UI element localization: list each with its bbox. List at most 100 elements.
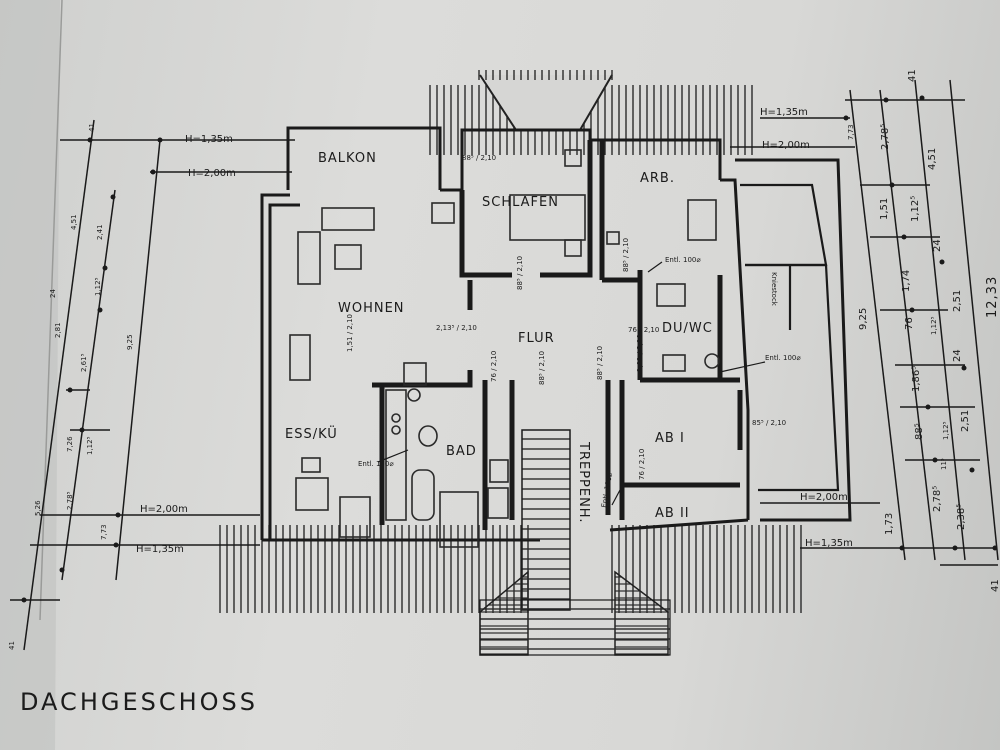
bad-toilet — [418, 425, 438, 447]
dim-left-10: 7,26 — [66, 436, 74, 452]
sofa — [321, 207, 375, 231]
stove-1 — [391, 413, 401, 423]
toilet — [704, 353, 720, 369]
dim-wohnen-window: 1,51 / 2,10 — [346, 314, 354, 352]
dim-right-5: 1,12⁵ — [910, 196, 921, 222]
dim-right-20: 1,73 — [884, 513, 895, 535]
dim-left-5: 9,25 — [126, 334, 134, 350]
dim-right-9: 76 — [904, 317, 915, 330]
chair-1 — [301, 457, 321, 473]
label-bad: BAD — [446, 444, 477, 459]
bad-basin — [489, 459, 509, 483]
outer-walls — [260, 126, 852, 542]
dim-left-7: 24 — [49, 289, 57, 298]
note-entl-1: Entl. 100⌀ — [665, 256, 701, 264]
dim-right-8: 2,51 — [952, 290, 963, 312]
page-edge — [39, 0, 63, 621]
dim-right-10: 1,12⁵ — [930, 316, 938, 335]
dim-left-13: 41 — [8, 641, 16, 650]
dim-right-17: 11⁵ — [940, 458, 948, 470]
label-arb: ARB. — [640, 171, 675, 186]
note-entl-4: Entl. 100⌀ — [600, 472, 614, 508]
dim-right-13: 24 — [952, 349, 963, 362]
washbasin — [662, 354, 686, 372]
attic-side — [740, 183, 840, 492]
sink-bowl — [407, 388, 421, 402]
dimension-dots-left — [21, 137, 163, 603]
stair-landing — [479, 599, 671, 656]
dim-right-18: 2,78⁵ — [932, 486, 943, 512]
dim-left-6: 2,81 — [54, 322, 62, 338]
label-kniestock: Kniestock — [770, 272, 778, 307]
label-flur: FLUR — [518, 331, 555, 346]
note-entl-2: Entl. 100⌀ — [765, 354, 801, 362]
dim-right-14: 88⁵ — [914, 423, 925, 440]
dim-flur-door-3: 88⁵ / 2,10 — [596, 346, 604, 380]
kitchen-counter — [385, 389, 407, 521]
bad-shower — [487, 487, 509, 519]
desk — [687, 199, 717, 241]
dining-table — [295, 477, 329, 511]
shower — [656, 283, 686, 307]
stove-2 — [391, 425, 401, 435]
dim-right-19: 2,38⁵ — [956, 504, 967, 530]
dim-right-15: 1,12⁵ — [942, 421, 950, 440]
dim-left-8: 1,12⁵ — [86, 436, 94, 455]
dim-left-11: 5,26 — [34, 500, 42, 516]
dim-right-22: 41 — [990, 579, 1000, 592]
label-balkon: BALKON — [318, 151, 377, 166]
dimension-dots-right — [843, 95, 998, 551]
page-title: DACHGESCHOSS — [20, 688, 259, 716]
height-left-bottom-135: H=1,35m — [136, 544, 184, 555]
sofa-side — [297, 231, 321, 285]
label-ab1: AB I — [655, 431, 685, 446]
dim-duwc-door: 76 / 2,10 — [628, 326, 659, 334]
height-right-bottom-135: H=1,35m — [805, 538, 853, 549]
label-du-wc: DU/WC — [662, 321, 713, 336]
dim-right-1: 7,73 — [847, 124, 855, 140]
dim-flur-door-2: 88⁵ / 2,10 — [538, 351, 546, 385]
label-wohnen: WOHNEN — [338, 301, 405, 316]
dim-right-12: 1,86⁵ — [911, 366, 922, 392]
dim-schlafen-window: 88⁵ / 2,10 — [462, 154, 496, 162]
dim-right-6: 24 — [932, 239, 943, 252]
sideboard — [339, 496, 371, 538]
interior-walls — [372, 140, 743, 530]
label-treppenhaus: TREPPENH. — [576, 441, 591, 523]
dim-right-16: 2,51 — [960, 410, 971, 432]
label-ess-kue: ESS/KÜ — [285, 425, 338, 442]
height-right-top-135: H=1,35m — [760, 107, 808, 118]
armchair — [431, 202, 455, 224]
page-fold — [0, 0, 60, 750]
dim-left-4: 2,61⁵ — [80, 353, 88, 372]
label-ab2: AB II — [655, 506, 690, 521]
height-left-bottom-200: H=2,00m — [140, 504, 188, 515]
dim-left-1: 4,51 — [70, 214, 78, 230]
height-left-top-200: H=2,00m — [188, 168, 236, 179]
cabinet — [289, 334, 311, 381]
staircase — [521, 429, 571, 611]
dim-right-11: 9,25 — [858, 308, 869, 330]
dim-wohnen-door: 2,13⁵ / 2,10 — [436, 324, 477, 332]
dim-left-9: 2,78⁵ — [66, 491, 74, 510]
nightstand-2 — [564, 239, 582, 257]
dimension-lines-left — [10, 119, 295, 651]
label-schlafen: SCHLAFEN — [482, 195, 559, 210]
dim-left-2: 2,41 — [96, 224, 104, 240]
dim-ab1-door: 85⁵ / 2,10 — [752, 419, 786, 427]
dim-trep-door: 1,01 / 2,10 — [636, 334, 644, 372]
dim-schlafen-door: 88⁵ / 2,10 — [516, 256, 524, 290]
bathtub — [411, 469, 435, 521]
height-right-top-200: H=2,00m — [762, 140, 810, 151]
dim-left-12: 7,73 — [100, 524, 108, 540]
sink — [403, 362, 427, 386]
nightstand — [564, 149, 582, 167]
dim-left-3: 1,12⁵ — [94, 277, 102, 296]
coffee-table — [334, 244, 362, 270]
dim-flur-door-1: 76 / 2,10 — [490, 351, 498, 382]
bed — [509, 194, 586, 241]
dim-right-4: 1,51 — [879, 198, 890, 220]
height-left-top-135: H=1,35m — [185, 134, 233, 145]
